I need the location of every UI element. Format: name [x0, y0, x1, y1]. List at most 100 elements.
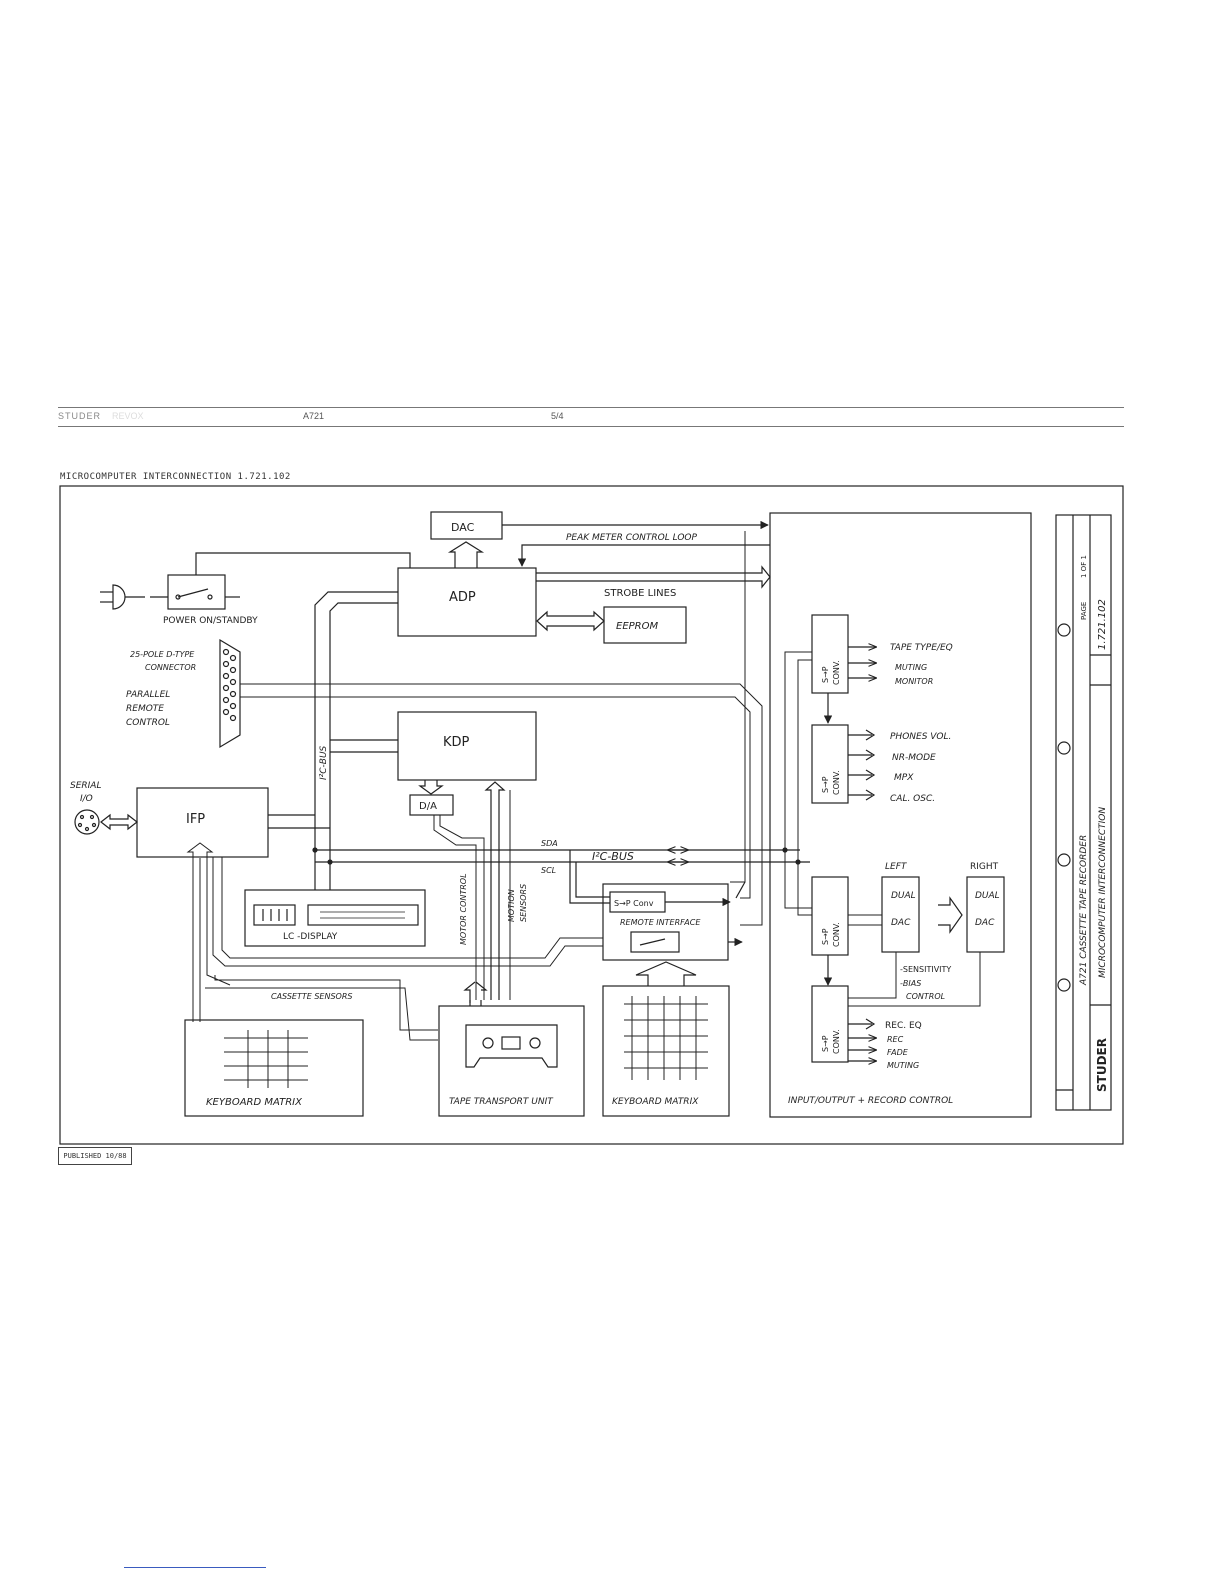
- monitor-label: MONITOR: [895, 677, 933, 686]
- sp-conv-4-label-1: S→P: [821, 1035, 830, 1052]
- cassette-icon: [465, 1024, 558, 1068]
- sensitivity-label: -SENSITIVITY: [900, 965, 951, 974]
- sp-conv-2-label-1: S→P: [821, 776, 830, 793]
- kdp-label: KDP: [443, 735, 470, 750]
- eeprom-label: EEPROM: [616, 621, 658, 632]
- motor-control-label: MOTOR CONTROL: [459, 873, 468, 945]
- dac-left-label: DAC: [891, 918, 911, 928]
- muting-label: MUTING: [895, 663, 927, 672]
- tb-doc-number: 1.721.102: [1097, 599, 1108, 650]
- sp-conv-box-1: [811, 614, 849, 694]
- title-block: [1055, 514, 1112, 1111]
- da-label: D/A: [419, 801, 437, 812]
- lc-display-box: [244, 889, 426, 947]
- rec-label: REC: [887, 1035, 904, 1044]
- sp-conv-1-label-1: S→P: [821, 666, 830, 683]
- motion-sensors-label-2: SENSORS: [519, 884, 528, 922]
- footer-rule: [124, 1567, 266, 1568]
- power-plug-icon: [100, 584, 145, 610]
- motion-sensors-label-1: MOTION: [507, 889, 516, 922]
- eeprom-box: [603, 606, 687, 644]
- page-title: MICROCOMPUTER INTERCONNECTION 1.721.102: [60, 472, 291, 482]
- serial-label-1: SERIAL: [70, 781, 101, 791]
- dual-right-label: DUAL: [975, 891, 1000, 901]
- fade-label: FADE: [887, 1048, 909, 1057]
- remote-interface-label: REMOTE INTERFACE: [620, 918, 701, 927]
- serial-label-2: I/O: [80, 794, 93, 804]
- header-model: A721: [303, 411, 325, 421]
- strobe-lines-arrow: [536, 565, 771, 589]
- d-type-connector: [219, 638, 241, 749]
- keyboard-matrix-left-label: KEYBOARD MATRIX: [206, 1097, 303, 1108]
- parallel-label-3: CONTROL: [126, 718, 170, 728]
- motion-sensors-arrow: [484, 781, 506, 1000]
- sp-conv-box-2: [811, 724, 849, 804]
- dac-right-label: DAC: [975, 918, 995, 928]
- parallel-label-1: PARALLEL: [126, 690, 170, 700]
- right-label: RIGHT: [970, 862, 999, 872]
- connector-label-1: 25-POLE D-TYPE: [130, 650, 195, 659]
- nr-mode-label: NR-MODE: [892, 753, 936, 763]
- header-rule-bottom: [58, 426, 1124, 427]
- diagram-frame: [59, 485, 1124, 1145]
- strobe-lines-label: STROBE LINES: [604, 588, 676, 599]
- tape-type-label: TAPE TYPE/EQ: [890, 643, 953, 653]
- adp-box: [397, 567, 537, 637]
- cassette-sensors-label: CASSETTE SENSORS: [271, 992, 352, 1001]
- tb-page-label: PAGE: [1080, 602, 1088, 620]
- kdp-box: [397, 711, 537, 781]
- power-label: POWER ON/STANDBY: [163, 616, 258, 626]
- adp-dac-arrow: [447, 541, 485, 568]
- dual-dac-right-box: [966, 876, 1005, 953]
- sp-conv-box-3: [811, 876, 849, 956]
- header-section: 5/4: [551, 411, 564, 421]
- sp-conv-2-label-2: CONV.: [832, 770, 841, 795]
- io-record-control-box: [769, 512, 1032, 1118]
- i2c-bus-vertical-label: I²C-BUS: [319, 745, 329, 780]
- tb-title-1: A721 CASSETTE TAPE RECORDER: [1079, 835, 1089, 986]
- serial-io-connector-icon: [74, 809, 100, 835]
- control-label: CONTROL: [906, 992, 945, 1001]
- sp-conv-3-label-1: S→P: [821, 928, 830, 945]
- header-brand: STUDER: [58, 411, 102, 421]
- header-brand-sub: REVOX: [112, 411, 144, 421]
- phones-vol-label: PHONES VOL.: [890, 732, 951, 742]
- muting-2-label: MUTING: [887, 1061, 919, 1070]
- bias-label: -BIAS: [900, 979, 921, 988]
- published-stamp: PUBLISHED 10/88: [58, 1147, 132, 1165]
- tb-brand: STUDER: [1095, 1038, 1109, 1092]
- io-record-label: INPUT/OUTPUT + RECORD CONTROL: [788, 1096, 953, 1106]
- keyboard-matrix-left-box: [184, 1019, 364, 1117]
- dual-dac-left-box: [881, 876, 920, 953]
- left-label: LEFT: [885, 862, 908, 872]
- sda-label: SDA: [541, 839, 558, 848]
- tb-page-of: 1 OF 1: [1080, 555, 1088, 578]
- sp-conv-1-label-2: CONV.: [832, 660, 841, 685]
- connector-label-2: CONNECTOR: [145, 663, 196, 672]
- header-rule-top: [58, 407, 1124, 408]
- ifp-label: IFP: [186, 812, 205, 827]
- sp-conv-4-label-2: CONV.: [832, 1029, 841, 1054]
- sp-conv-3-label-2: CONV.: [832, 922, 841, 947]
- remote-interface-box: [602, 883, 729, 961]
- dual-left-label: DUAL: [891, 891, 916, 901]
- tb-title-2: MICROCOMPUTER INTERCONNECTION: [1098, 807, 1108, 978]
- parallel-label-2: REMOTE: [126, 704, 164, 714]
- cal-osc-label: CAL. OSC.: [890, 794, 935, 804]
- adp-label: ADP: [449, 590, 476, 605]
- tape-transport-label: TAPE TRANSPORT UNIT: [449, 1097, 554, 1107]
- lc-display-label: LC -DISPLAY: [283, 932, 338, 942]
- da-box: [409, 794, 454, 816]
- scl-label: SCL: [541, 866, 556, 875]
- dac-label: DAC: [451, 521, 475, 534]
- rec-eq-label: REC. EQ: [885, 1021, 922, 1031]
- peak-meter-label: PEAK METER CONTROL LOOP: [566, 533, 697, 543]
- remote-sp-conv-label: S→P Conv: [614, 899, 654, 908]
- sp-conv-box-4: [811, 985, 849, 1063]
- ifp-box: [136, 787, 269, 858]
- keyboard-matrix-right-label: KEYBOARD MATRIX: [612, 1097, 699, 1107]
- tape-transport-box: [438, 1005, 585, 1117]
- i2c-bus-label: I²C-BUS: [592, 850, 634, 863]
- mpx-label: MPX: [894, 773, 914, 783]
